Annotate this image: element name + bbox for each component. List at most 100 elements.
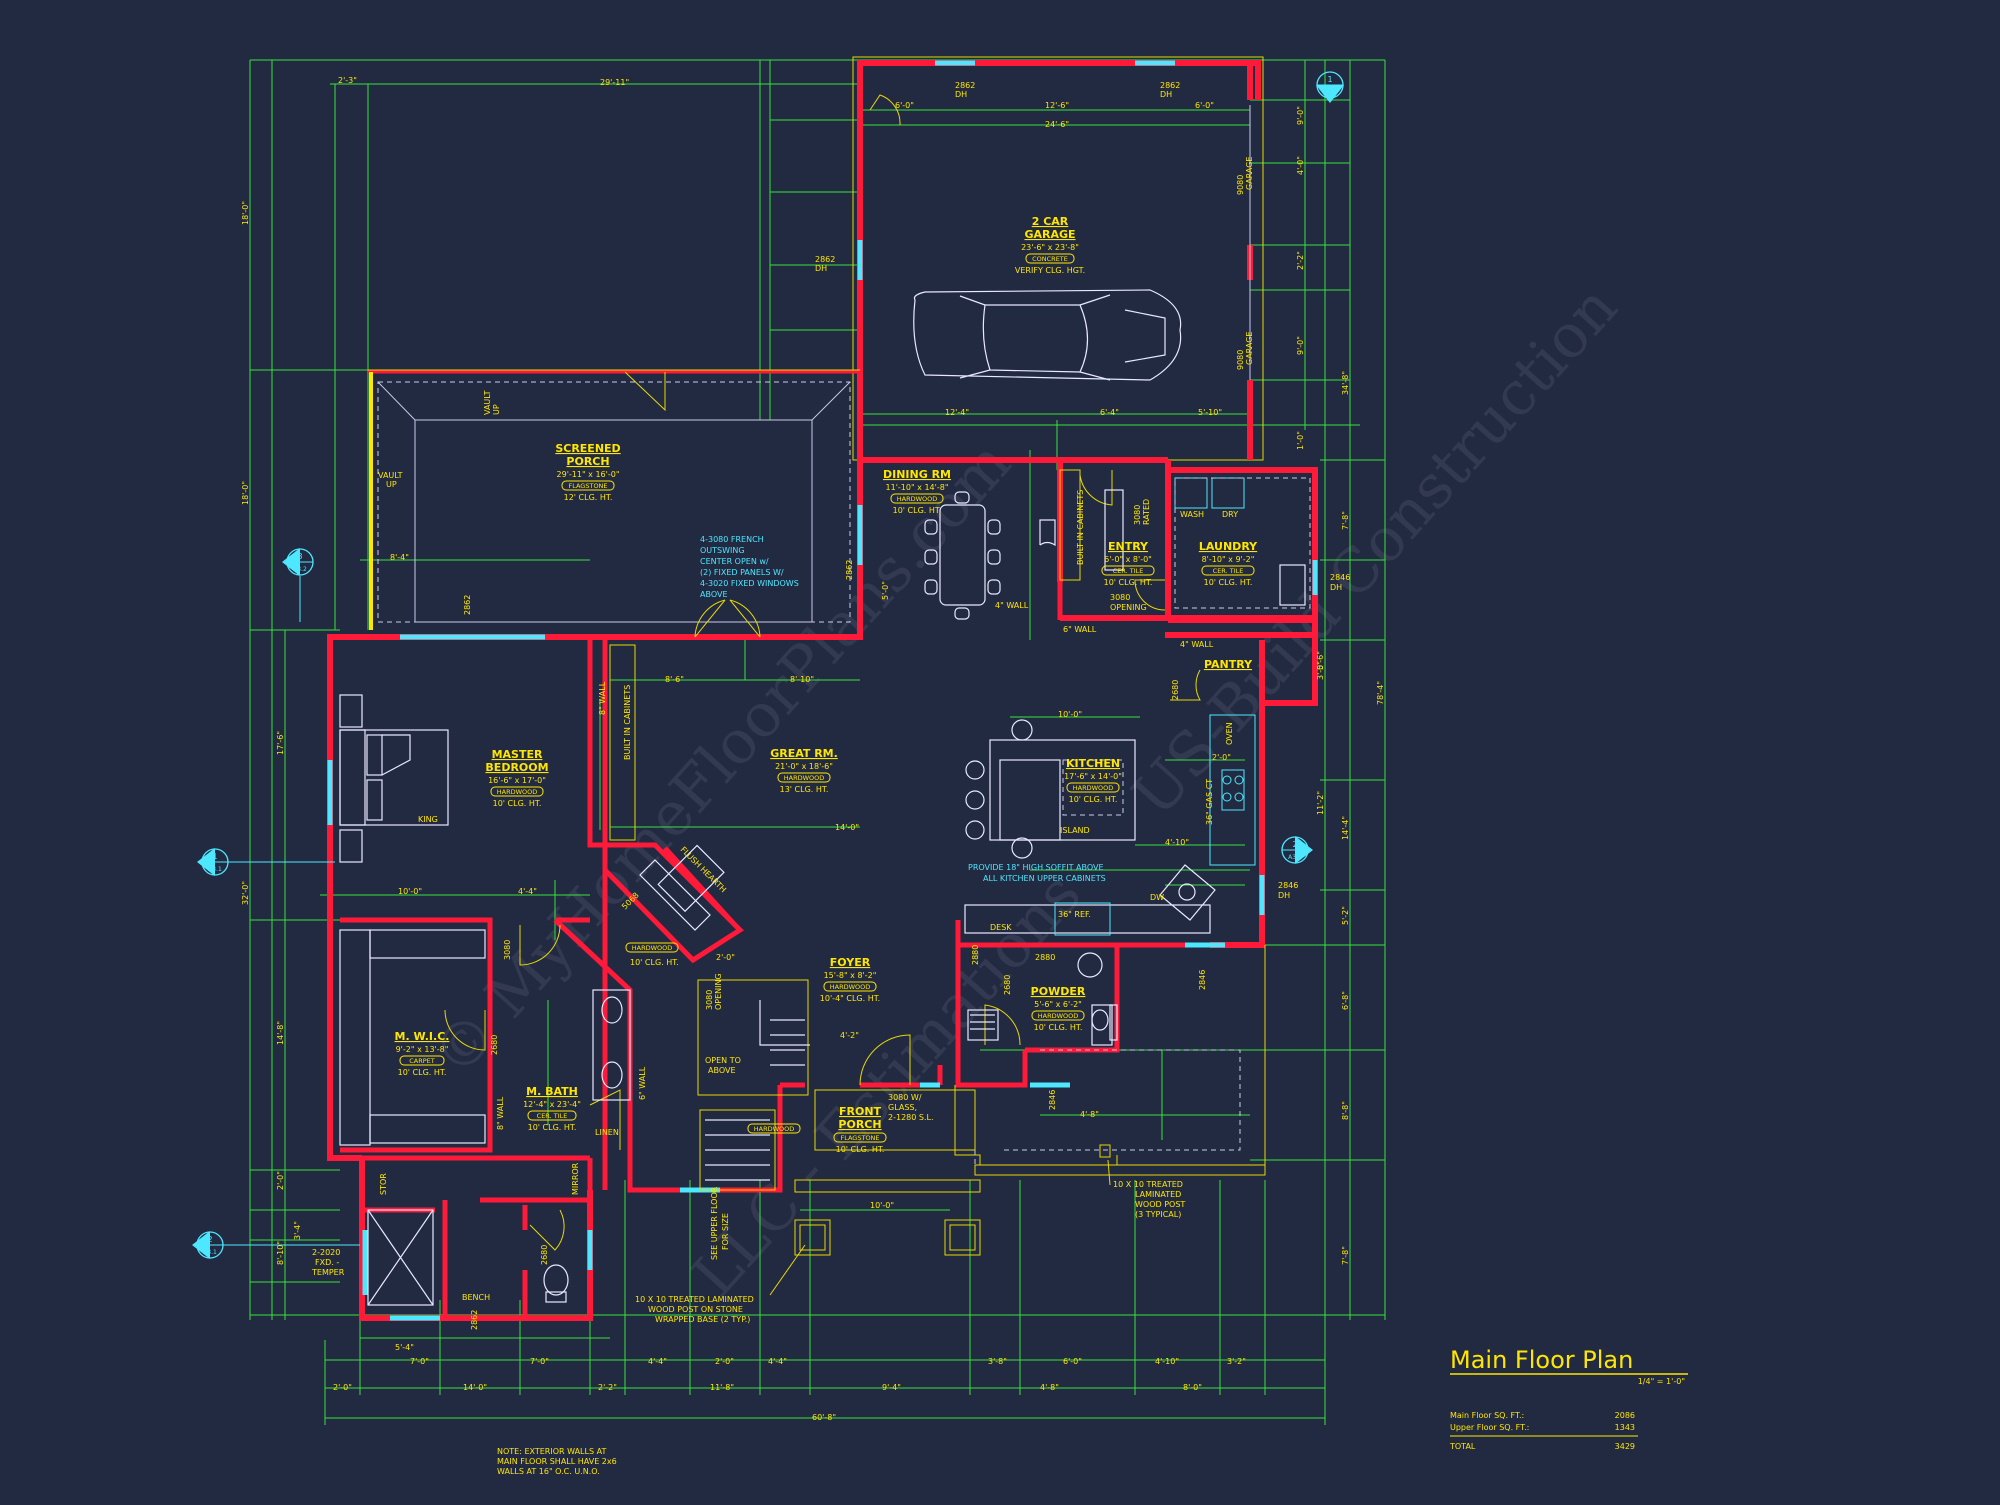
french-doors [694,599,761,638]
svg-text:4'-10": 4'-10" [1155,1357,1179,1366]
front-door-note: 3080 W/ GLASS, 2-1280 S.L. [888,1093,934,1122]
svg-text:5'-10": 5'-10" [1198,408,1222,417]
closet-rods [339,929,486,1146]
svg-text:10' CLG. HT.: 10' CLG. HT. [1204,578,1253,587]
svg-text:4'-10": 4'-10" [1165,838,1189,847]
svg-text:GARAGE: GARAGE [1245,157,1254,191]
room-pantry: PANTRY [1204,658,1253,671]
section-marker: 1 A3.1 [197,848,335,876]
svg-text:13' CLG. HT.: 13' CLG. HT. [780,785,829,794]
room-entry: ENTRY 6'-0" x 8'-0" CER. TILE 10' CLG. H… [1101,540,1155,587]
svg-text:6'-0" x 8'-0": 6'-0" x 8'-0" [1104,555,1152,564]
area-value-total: 3429 [1615,1442,1635,1451]
entry-door [1079,470,1113,506]
section-markers: 1 A3.2 3 A3.2 1 A3.1 2 A3.2 [192,71,1344,1259]
svg-text:2846: 2846 [1198,970,1207,990]
svg-text:VERIFY CLG. HGT.: VERIFY CLG. HGT. [1015,266,1085,275]
bath-door [519,924,561,966]
svg-text:2-1280 S.L.: 2-1280 S.L. [888,1113,934,1122]
svg-text:1: 1 [212,852,217,861]
section-marker: 2 A3.2 [1281,836,1313,864]
svg-text:12'-4": 12'-4" [945,408,969,417]
svg-text:DINING RM: DINING RM [883,468,951,481]
area-value-upper: 1343 [1615,1423,1635,1432]
svg-text:4'-8": 4'-8" [1080,1110,1099,1119]
svg-text:14'-0": 14'-0" [463,1383,487,1392]
svg-text:HARDWOOD: HARDWOOD [830,983,871,991]
svg-text:HARDWOOD: HARDWOOD [1073,784,1114,792]
svg-text:WOOD POST: WOOD POST [1135,1200,1185,1209]
ref-label: 36" REF. [1058,910,1091,919]
dimension-labels: 29'-11" 2'-3" 6'-0" 12'-6" 6'-0" 24'-6" … [241,76,1385,1422]
svg-text:21'-0" x 18'-6": 21'-0" x 18'-6" [775,762,833,771]
svg-text:2846: 2846 [1048,1090,1057,1110]
svg-text:HARDWOOD: HARDWOOD [754,1125,795,1133]
svg-text:DH: DH [1278,891,1290,900]
fixtures [339,289,1311,1306]
kitchen-counters [964,714,1256,936]
svg-text:34'-8": 34'-8" [1341,371,1350,395]
svg-text:11'-8": 11'-8" [710,1383,734,1392]
svg-text:5'-6" x 6'-2": 5'-6" x 6'-2" [1034,1000,1082,1009]
svg-text:7'-0": 7'-0" [410,1357,429,1366]
svg-text:8'-0": 8'-0" [1183,1383,1202,1392]
builtin-cabinets [609,644,636,841]
svg-text:2'-0": 2'-0" [276,1171,285,1190]
room-powder: POWDER 5'-6" x 6'-2" HARDWOOD 10' CLG. H… [1031,985,1086,1032]
svg-text:9'-0": 9'-0" [1296,106,1305,125]
svg-text:10' CLG. HT.: 10' CLG. HT. [528,1123,577,1132]
open-above-label-2: ABOVE [708,1066,736,1075]
room-great-room: GREAT RM. 21'-0" x 18'-6" HARDWOOD 13' C… [770,747,838,794]
svg-text:4'-2": 4'-2" [840,1031,859,1040]
vault-label-2: UP [492,404,501,415]
room-garage: 2 CAR GARAGE 23'-6" x 23'-8" CONCRETE VE… [1015,215,1085,275]
room-master-bath: M. BATH 12'-4" x 23'-4" CER. TILE 10' CL… [523,1085,581,1132]
svg-text:23'-6" x 23'-8": 23'-6" x 23'-8" [1021,243,1079,252]
room-foyer: FOYER 15'-8" x 8'-2" HARDWOOD 10'-4" CLG… [820,956,880,1003]
svg-text:8'-10": 8'-10" [790,675,814,684]
svg-text:5'-4": 5'-4" [395,1343,414,1352]
svg-text:3'-2": 3'-2" [1227,1357,1246,1366]
svg-text:60'-8": 60'-8" [812,1413,836,1422]
svg-text:LAMINATED: LAMINATED [1135,1190,1181,1199]
svg-text:2: 2 [207,1235,212,1244]
svg-text:16'-6" x 17'-0": 16'-6" x 17'-0" [488,776,546,785]
svg-text:CER. TILE: CER. TILE [1213,567,1244,575]
opening-label-2: OPENING [1110,603,1147,612]
svg-text:2846: 2846 [1278,881,1298,890]
svg-text:10'-0": 10'-0" [1058,710,1082,719]
mirror-label: MIRROR [571,1162,580,1195]
french-door-note: 4-3080 FRENCH OUTSWING CENTER OPEN w/ (2… [700,535,799,599]
svg-text:7'-8": 7'-8" [1341,1246,1350,1265]
svg-text:4'-8": 4'-8" [1040,1383,1059,1392]
front-door [859,1034,911,1086]
svg-text:HARDWOOD: HARDWOOD [497,788,538,796]
room-dining: DINING RM 11'-10" x 14'-8" HARDWOOD 10' … [883,468,951,515]
island-label: ISLAND [1060,826,1090,835]
garage-door-swing [869,94,901,126]
room-kitchen: KITCHEN 17'-6" x 14'-0" HARDWOOD 10' CLG… [1064,757,1122,804]
svg-text:3: 3 [297,552,302,561]
svg-text:2862: 2862 [463,595,472,615]
svg-text:10'-0": 10'-0" [870,1201,894,1210]
svg-text:32'-0": 32'-0" [241,881,250,905]
area-value-main: 2086 [1615,1411,1635,1420]
svg-text:1'-0": 1'-0" [1296,431,1305,450]
room-screened-porch: SCREENED PORCH 29'-11" x 16'-0" FLAGSTON… [555,442,620,502]
svg-text:FOR SIZE: FOR SIZE [721,1213,730,1250]
svg-text:14'-4": 14'-4" [1341,816,1350,840]
powder-door [984,1004,1021,1046]
builtin-label: BUILT IN CABINETS [623,685,632,760]
svg-text:8'-4": 8'-4" [390,553,409,562]
king-bed [339,694,449,863]
watermark-line-3: US-Build Construction [1119,272,1631,830]
svg-text:HARDWOOD: HARDWOOD [784,774,825,782]
svg-text:12'-6": 12'-6" [1045,101,1069,110]
svg-text:12'-4" x 23'-4": 12'-4" x 23'-4" [523,1100,581,1109]
svg-text:12' CLG. HT.: 12' CLG. HT. [564,493,613,502]
svg-text:5'-6": 5'-6" [1316,651,1325,670]
svg-text:6'-0": 6'-0" [895,101,914,110]
svg-text:DH: DH [955,90,967,99]
